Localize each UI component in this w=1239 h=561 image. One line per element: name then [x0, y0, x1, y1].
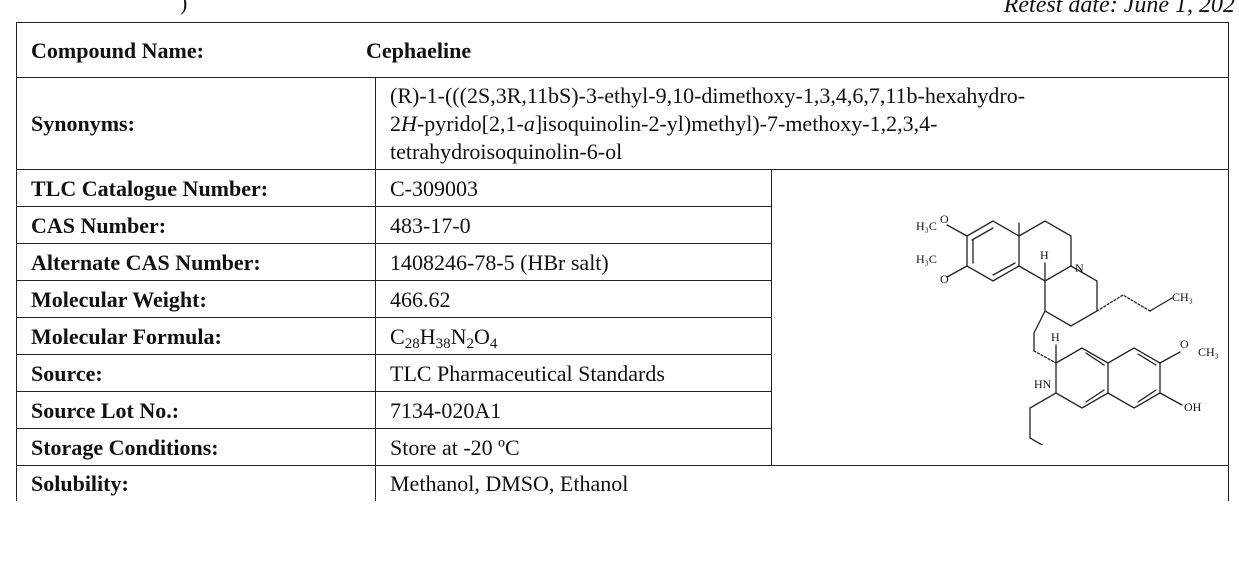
synonyms-line-3: tetrahydroisoquinolin-6-ol [390, 139, 623, 164]
cas-row: CAS Number: 483-17-0 [16, 206, 1229, 244]
lot-row: Source Lot No.: 7134-020A1 [16, 391, 1229, 429]
chemical-structure: H₃C O H₃C O H N CH₃ H HN O CH₃ OH [916, 212, 1219, 454]
synonyms-line-2-italic: H [401, 111, 417, 136]
label-oh: OH [1184, 400, 1202, 414]
top-mark: ) [180, 0, 188, 15]
cas-value: 483-17-0 [375, 206, 772, 244]
formula-c-count: 28 [404, 335, 420, 352]
solubility-label: Solubility: [16, 465, 376, 501]
solubility-row: Solubility: Methanol, DMSO, Ethanol [16, 465, 1230, 501]
compound-name-value: Cephaeline [366, 37, 472, 63]
lot-value: 7134-020A1 [375, 391, 772, 429]
formula-value: C28H38N2O4 [375, 317, 772, 355]
formula-h: H [419, 323, 436, 349]
label-hn: HN [1034, 377, 1052, 391]
alt-cas-label: Alternate CAS Number: [16, 243, 376, 281]
source-label: Source: [16, 354, 376, 392]
source-value: TLC Pharmaceutical Standards [375, 354, 772, 392]
synonyms-line-2-italic-2: a [523, 111, 535, 136]
label-ch3-right: CH₃ [1198, 345, 1219, 359]
label-h-bottom: H [1051, 330, 1060, 344]
formula-n: N [450, 323, 467, 349]
storage-row: Storage Conditions: Store at -20 ºC [16, 428, 1229, 466]
formula-o: O [473, 323, 490, 349]
label-n: N [1075, 261, 1084, 275]
catalogue-value: C-309003 [375, 169, 772, 207]
synonyms-line-2-c: ]isoquinolin-2-yl)methyl)-7-methoxy-1,2,… [534, 111, 938, 136]
label-h3c-mid: H₃C [916, 252, 937, 266]
label-o-top: O [940, 212, 949, 226]
mw-value: 466.62 [375, 280, 772, 318]
synonyms-label: Synonyms: [16, 77, 376, 170]
compound-name-row: Compound Name: Cephaeline [15, 22, 1230, 78]
label-o-right: O [1180, 337, 1189, 351]
synonyms-line-1: (R)-1-(((2S,3R,11bS)-3-ethyl-9,10-dimeth… [390, 83, 1026, 108]
cas-label: CAS Number: [16, 206, 376, 244]
lot-label: Source Lot No.: [16, 391, 376, 429]
solubility-value: Methanol, DMSO, Ethanol [374, 465, 1230, 501]
structure-cell: H₃C O H₃C O H N CH₃ H HN O CH₃ OH [770, 169, 1230, 466]
label-o-mid: O [940, 272, 949, 286]
label-h-top: H [1040, 248, 1049, 262]
retest-date: Retest date: June 1, 202 [1003, 0, 1235, 18]
label-ch3-ethyl: CH₃ [1172, 290, 1193, 304]
mw-label: Molecular Weight: [16, 280, 376, 318]
formula-h-count: 38 [435, 335, 451, 352]
formula-o-count: 4 [489, 335, 498, 352]
storage-value: Store at -20 ºC [375, 428, 772, 466]
formula-label: Molecular Formula: [16, 317, 376, 355]
synonyms-line-2-b: -pyrido[2,1- [416, 111, 524, 136]
formula-n-count: 2 [466, 335, 474, 352]
synonyms-value: (R)-1-(((2S,3R,11bS)-3-ethyl-9,10-dimeth… [374, 77, 1230, 170]
catalogue-row: TLC Catalogue Number: C-309003 [16, 169, 1230, 466]
compound-name-label: Compound Name: [31, 37, 204, 63]
synonyms-row: Synonyms: (R)-1-(((2S,3R,11bS)-3-ethyl-9… [16, 77, 1230, 170]
synonyms-line-2-a: 2 [390, 111, 401, 136]
storage-label: Storage Conditions: [16, 428, 376, 466]
formula-c: C [390, 323, 405, 349]
label-h3c-top: H₃C [916, 219, 937, 233]
catalogue-label: TLC Catalogue Number: [16, 169, 376, 207]
alt-cas-value: 1408246-78-5 (HBr salt) [375, 243, 772, 281]
compound-spec-table: Compound Name: Cephaeline Synonyms: (R)-1… [15, 22, 1230, 501]
